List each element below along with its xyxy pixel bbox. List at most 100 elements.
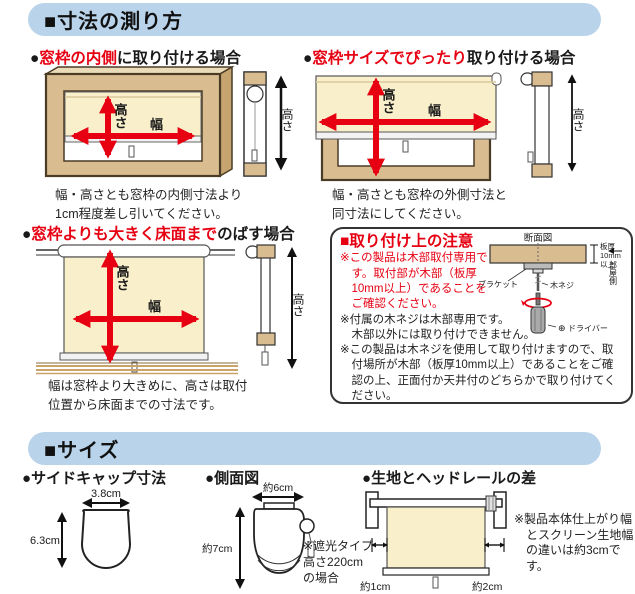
right-gap-measure [483,538,506,552]
case-fit-caption: 幅・高さとも窓枠の外側寸法と 同寸法にしてください。 [332,186,507,224]
thickness-label-1: 板厚 [600,241,615,251]
measure-arrows: 高さ 幅 [72,249,200,364]
cross-section-label: 断面図 [524,232,553,244]
width-label: 幅 [148,299,161,314]
case-inside-caption-line2: 1cm程度差し引いてください。 [55,206,228,221]
fabric-diff-title: ●生地とヘッドレールの差 [362,467,536,488]
wood-screw: 木ネジ [534,273,574,291]
room-side-marker: 部屋側 [608,248,622,285]
notice-para-screws-line2: 木部以外には取り付けできません。 [351,328,536,341]
installation-notice-box: ■取り付け上の注意 ※この製品は木部取付専用です。取付部が木部（板厚10mm以上… [330,227,633,404]
case-floor-caption: 幅は窓枠より大きめに、高さは取付 位置から床面までの寸法です。 [48,377,247,415]
width-label: 幅 [428,103,441,118]
height-label: 高さ [115,264,130,291]
side-height-arrow-group: 高さ [567,74,585,172]
thickness-label-2: 10mm [600,251,621,260]
height-label: 高さ [113,102,128,129]
side-profile [243,71,267,177]
floor [36,362,238,375]
case-fit-title-red: 窓枠サイズでぴったり [312,50,467,67]
side-profile [245,244,276,366]
case-fit-title-black: 取り付ける場合 [466,50,576,67]
case-inside-caption-line1: 幅・高さとも窓枠の内側寸法より [55,188,243,202]
sidecap-title-label: サイドキャップ寸法 [31,470,167,487]
case-inside-caption: 幅・高さとも窓枠の内側寸法より 1cm程度差し引いてください。 [55,186,242,224]
diagram-inside-mount: 高さ 幅 高さ [43,65,294,178]
bullet-icon: ● [22,226,32,243]
section-header-size-label: ■サイズ [44,440,120,462]
room-side-label: 部屋側 [609,260,618,285]
side-height-label: 高さ [571,107,585,132]
pull-tab [128,145,135,158]
sideview-width-label: 約6cm [263,481,294,494]
bracket-label: ブラケット [478,279,518,289]
sideview-shape [253,502,315,574]
height-label: 高さ [381,87,396,114]
ceiling-board [489,243,587,265]
case-floor-caption-line1: 幅は窓枠より大きめに、高さは取付 [48,379,248,393]
measure-arrows: 高さ 幅 [70,95,196,159]
notice-title: ■取り付け上の注意 [340,233,474,250]
measure-arrows: 高さ 幅 [318,77,492,177]
diagram-fabric-diff: 約1cm 約2cm [360,491,507,593]
cross-section-diagram: 断面図 板厚 10mm 以上 ブラケット [478,232,622,334]
screw-label: 木ネジ [550,280,574,290]
case-floor-title-black: のばす場合 [217,226,295,243]
sidecap-height-label: 6.3cm [30,535,60,547]
case-floor-title-red: 窓枠よりも大きく床面まで [31,226,218,243]
fabric-left-gap-label: 約1cm [360,580,391,593]
pull-tab [402,140,409,153]
case-fit-title: ●窓枠サイズでぴったり取り付ける場合 [303,46,575,68]
thickness-marker: 板厚 10mm 以上 [590,241,621,269]
bullet-icon: ● [303,50,313,67]
fabric-diff-title-label: 生地とヘッドレールの差 [371,470,537,487]
roller-blind [57,244,211,373]
fabric-diff-note: ※製品本体仕上がり幅とスクリーン生地幅の違いは約3cmです。 [514,512,634,573]
bullet-icon: ● [30,50,40,67]
left-gap-measure [370,538,389,552]
sideview-note-line2: 高さ220cm [303,555,364,570]
notice-para-mounting: ※この製品は木ネジを使用して取り付けますので、取付場所が木部（板厚10mm以上）… [340,344,616,402]
thickness-label-3: 以上 [600,260,615,269]
case-inside-title: ●窓枠の内側に取り付ける場合 [30,46,241,68]
section-header-measuring: ■寸法の測り方 [28,3,601,36]
screwdriver: ⊕ ドライバー [521,292,608,334]
diagram-floor-mount: 高さ 幅 高さ [36,244,305,375]
bullet-icon: ● [362,470,372,487]
section-header-measuring-label: ■寸法の測り方 [44,11,184,33]
pull-tab [432,576,439,589]
sidecap-shape [80,509,132,569]
headrail [365,491,507,529]
sideview-note-line3: の場合 [303,571,340,586]
sideview-title: ●側面図 [205,467,259,488]
section-header-size: ■サイズ [28,432,601,465]
diagram-fit-mount: 高さ 幅 高さ [315,71,585,182]
sideview-note: ※遮光タイプ 高さ220cm の場合 [303,538,373,587]
width-label: 幅 [150,117,163,132]
notice-para-screws-line1: ※付属の木ネジは木部専用です。 [340,313,510,326]
sideview-title-label: 側面図 [214,470,260,487]
side-height-label: 高さ [280,107,294,132]
case-fit-caption-line2: 同寸法にしてください。 [332,206,469,221]
sidecap-title: ●サイドキャップ寸法 [22,467,166,488]
driver-label: ドライバー [568,324,608,333]
side-profile [520,71,553,178]
case-inside-title-black: に取り付ける場合 [116,50,241,67]
diagram-sideview: 約6cm 約7cm [202,481,315,589]
case-floor-title: ●窓枠よりも大きく床面までのばす場合 [22,222,295,244]
bullet-icon: ● [22,470,32,487]
pull-tab [307,541,315,558]
fabric [382,506,490,589]
notice-para-screws: ※付属の木ネジは木部専用です。 木部以外には取り付けできません。 [340,313,623,344]
sidecap-width-label: 3.8cm [91,488,121,500]
sideview-note-line1: ※遮光タイプ [303,539,374,553]
diagram-sidecap: 3.8cm 6.3cm [30,488,132,569]
sideview-height-label: 約7cm [202,542,233,555]
side-height-arrow-group: 高さ [287,247,305,369]
side-height-arrow-group: 高さ [274,75,294,171]
case-inside-title-red: 窓枠の内側 [39,50,117,67]
driver-symbol-icon: ⊕ [558,323,566,333]
case-floor-caption-line2: 位置から床面までの寸法です。 [48,397,222,412]
fabric-right-gap-label: 約2cm [472,580,503,593]
